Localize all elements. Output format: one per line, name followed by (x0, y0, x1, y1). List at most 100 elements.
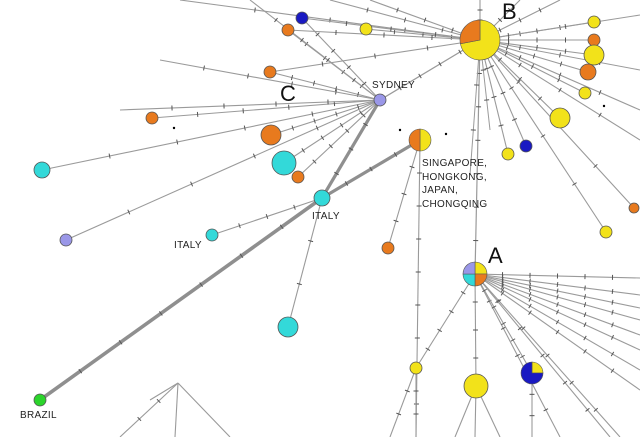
edge-tick (345, 20, 348, 27)
edge-tick (583, 322, 587, 328)
edge-tick (366, 7, 369, 13)
edge-line (270, 99, 381, 136)
node (373, 93, 387, 107)
node (59, 233, 73, 247)
edge-tick (158, 311, 163, 316)
node (599, 225, 613, 239)
node (587, 33, 601, 47)
edge-tick (78, 368, 83, 374)
node (33, 393, 47, 407)
node-pie-slice (531, 361, 544, 374)
edge-tick (361, 113, 366, 118)
edge-tick (555, 309, 560, 315)
edge-line (301, 17, 381, 101)
edge-tick (517, 326, 523, 331)
edge-tick (291, 81, 293, 87)
edge-tick (564, 23, 567, 30)
edge-tick (279, 224, 284, 230)
node (359, 22, 373, 36)
edge-tick (528, 291, 532, 297)
node (33, 161, 51, 179)
hub-label-b: B (502, 0, 517, 24)
edge-tick (345, 128, 350, 133)
node-pie-slice (462, 273, 476, 287)
node (578, 86, 592, 100)
edge-tick (296, 282, 302, 286)
edge-tick (501, 281, 504, 287)
edge-line (119, 382, 179, 437)
node (313, 189, 331, 207)
edge-tick (441, 27, 444, 33)
edge-tick (569, 380, 574, 385)
edge-tick (254, 7, 256, 13)
edge-tick (500, 287, 505, 293)
edge-tick (529, 278, 531, 284)
hub-label-a: A (488, 243, 503, 268)
edge-tick (500, 326, 506, 330)
edge-tick (598, 90, 602, 95)
edge-tick (564, 48, 567, 54)
edge-tick (559, 61, 563, 67)
node-pie-slice (462, 261, 476, 275)
node (628, 202, 640, 214)
edge-tick (558, 72, 562, 78)
edge-tick (398, 85, 402, 91)
edge-tick (610, 368, 615, 373)
edge-tick (369, 166, 373, 172)
hub-label-c: C (280, 81, 296, 106)
edge-tick (593, 407, 599, 412)
node (145, 111, 159, 125)
edge-tick (291, 125, 295, 131)
edge-line (415, 139, 421, 437)
edge-tick (409, 165, 415, 169)
edge-tick (507, 32, 510, 39)
edge-tick (520, 354, 525, 359)
edge-tick (362, 81, 367, 86)
edge-tick (611, 309, 614, 315)
edge-tick (311, 111, 314, 117)
edge-tick (556, 294, 559, 300)
edge-tick (489, 65, 494, 68)
edge-tick (393, 152, 398, 157)
edge-tick (418, 73, 422, 79)
edge-tick (540, 134, 546, 138)
edge-tick (501, 321, 506, 326)
edge-tick (290, 75, 294, 81)
edge-tick (274, 17, 278, 23)
edge-tick (308, 239, 314, 243)
network-edges (38, 0, 640, 437)
edge-tick (536, 28, 538, 34)
edge-line (177, 382, 231, 437)
edge-tick (540, 353, 545, 358)
edge-tick (518, 62, 522, 68)
node (579, 63, 597, 81)
edge-tick (530, 64, 535, 69)
edge-tick (497, 17, 503, 23)
edge-tick (537, 96, 543, 101)
edge-tick (137, 416, 142, 422)
edge-tick (334, 86, 338, 92)
edge-tick (491, 305, 497, 309)
edge-tick (438, 61, 442, 67)
edge-tick (610, 351, 615, 357)
edge-tick (265, 213, 269, 220)
edge-line (415, 273, 476, 369)
edge-line (283, 99, 381, 164)
edge-tick (293, 204, 296, 210)
edge-line (159, 59, 381, 101)
edge-tick (583, 312, 587, 318)
edge-tick (572, 182, 577, 186)
edge-tick (500, 291, 505, 296)
dot-marker (398, 128, 402, 132)
edge-tick (328, 144, 333, 149)
edge-tick (515, 353, 520, 358)
edge-tick (510, 338, 516, 342)
edge-tick (532, 53, 536, 59)
node (463, 373, 489, 399)
node (501, 147, 515, 161)
edge-line (474, 39, 481, 275)
edge-tick (326, 57, 330, 63)
edge-tick (509, 86, 514, 90)
edge-line (65, 99, 381, 241)
